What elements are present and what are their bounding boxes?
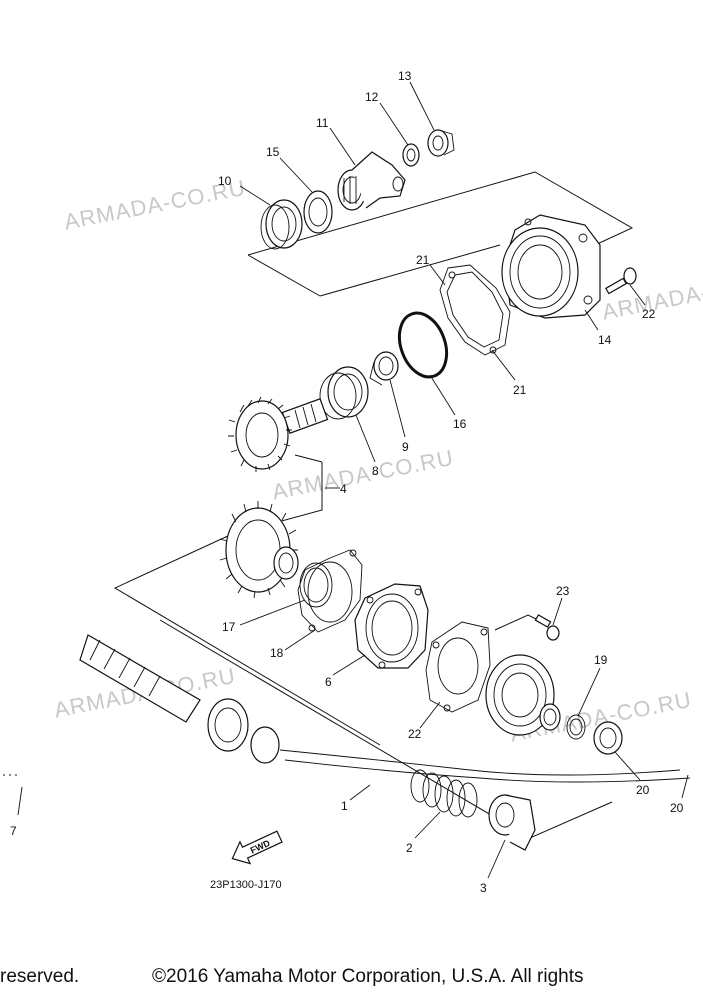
frame-yoke-group-right xyxy=(319,244,501,297)
callout-14: 14 xyxy=(598,333,612,347)
callout-20b: 20 xyxy=(670,801,684,815)
part-23-gasket xyxy=(425,621,491,713)
large-bearing xyxy=(485,654,555,736)
small-oil-seal xyxy=(539,703,561,731)
leader-21b xyxy=(491,349,516,381)
callout-18: 18 xyxy=(270,646,284,660)
part-14-bearing-housing xyxy=(501,214,601,319)
part-19-nut xyxy=(593,721,623,755)
leader-3 xyxy=(487,839,506,879)
part-10-oil-seal xyxy=(260,199,303,250)
callout-22: 22 xyxy=(642,307,656,321)
frame-yoke-group-left xyxy=(247,254,321,297)
callout-8: 8 xyxy=(372,464,379,478)
leader-16 xyxy=(429,374,456,416)
leader-11 xyxy=(329,127,356,166)
copyright-right-text: ©2016 Yamaha Motor Corporation, U.S.A. A… xyxy=(152,966,584,987)
leader-24 xyxy=(552,597,563,626)
part-3-coupling xyxy=(488,794,536,851)
frame-yoke-group xyxy=(247,171,634,256)
callout-9: 9 xyxy=(402,440,409,454)
leader-13 xyxy=(409,81,435,131)
leader-18 xyxy=(284,629,316,651)
callout-12: 12 xyxy=(365,90,379,104)
leader-6 xyxy=(332,654,366,676)
leader-20b xyxy=(681,774,689,799)
leader-10 xyxy=(239,185,271,206)
part-21-gasket xyxy=(439,264,511,356)
callout-20a: 19 xyxy=(594,653,608,667)
callout-23: 22 xyxy=(408,727,422,741)
callout-3: 3 xyxy=(480,881,487,895)
part-22-bolt xyxy=(605,267,637,295)
part-15-oil-seal xyxy=(303,190,333,234)
callout-11: 11 xyxy=(316,116,329,130)
leader-23 xyxy=(419,701,441,729)
callout-24: 23 xyxy=(556,584,570,598)
leader-14 xyxy=(584,309,599,331)
leader-8 xyxy=(355,414,376,463)
part-24-bolt xyxy=(534,614,560,641)
part-1-drive-shaft xyxy=(79,634,691,783)
callout-21b: 21 xyxy=(513,383,527,397)
part-12-washer xyxy=(402,143,420,167)
leader-20a xyxy=(577,667,601,717)
leader-12 xyxy=(379,102,409,146)
callout-2: 2 xyxy=(406,841,413,855)
callout-15: 15 xyxy=(266,145,280,159)
callout-17: 17 xyxy=(222,620,236,634)
callout-19: 20 xyxy=(636,783,650,797)
part-4-pinion-gear xyxy=(228,396,329,472)
leader-7 xyxy=(17,786,23,816)
diagram-code: 23P1300-J170 xyxy=(210,879,282,891)
part-2-spring xyxy=(410,769,478,818)
part-16-o-ring xyxy=(397,311,449,379)
part-18-gasket xyxy=(297,549,363,633)
copyright-left-text: reserved. xyxy=(0,966,80,987)
leader-9 xyxy=(389,379,406,438)
part-9-collar xyxy=(369,351,399,386)
part-6-housing-cover xyxy=(354,583,429,669)
leader-22 xyxy=(629,284,646,306)
part-13-nut xyxy=(427,129,455,157)
fwd-direction-arrow: FWD xyxy=(231,830,283,865)
callout-16: 16 xyxy=(453,417,467,431)
leader-19 xyxy=(614,751,641,781)
callout-7: 7 xyxy=(10,824,17,838)
callout-4: 4 xyxy=(340,482,347,496)
callout-13: 13 xyxy=(398,69,412,83)
leader-17 xyxy=(239,599,306,626)
leader-2 xyxy=(414,811,441,839)
callout-6: 6 xyxy=(325,675,332,689)
part-4-ring-gear xyxy=(219,501,299,599)
callout-21a: 21 xyxy=(416,253,430,267)
part-8-bearing xyxy=(319,366,369,420)
callout-1: 1 xyxy=(341,799,348,813)
frame-ring-gear-top xyxy=(294,454,323,463)
leader-1 xyxy=(349,784,371,801)
part-20-circlip xyxy=(566,714,586,740)
part-11-universal-joint-yoke xyxy=(337,151,406,211)
callout-10: 10 xyxy=(218,174,232,188)
leader-21a xyxy=(429,264,446,286)
leader-15 xyxy=(279,157,313,193)
